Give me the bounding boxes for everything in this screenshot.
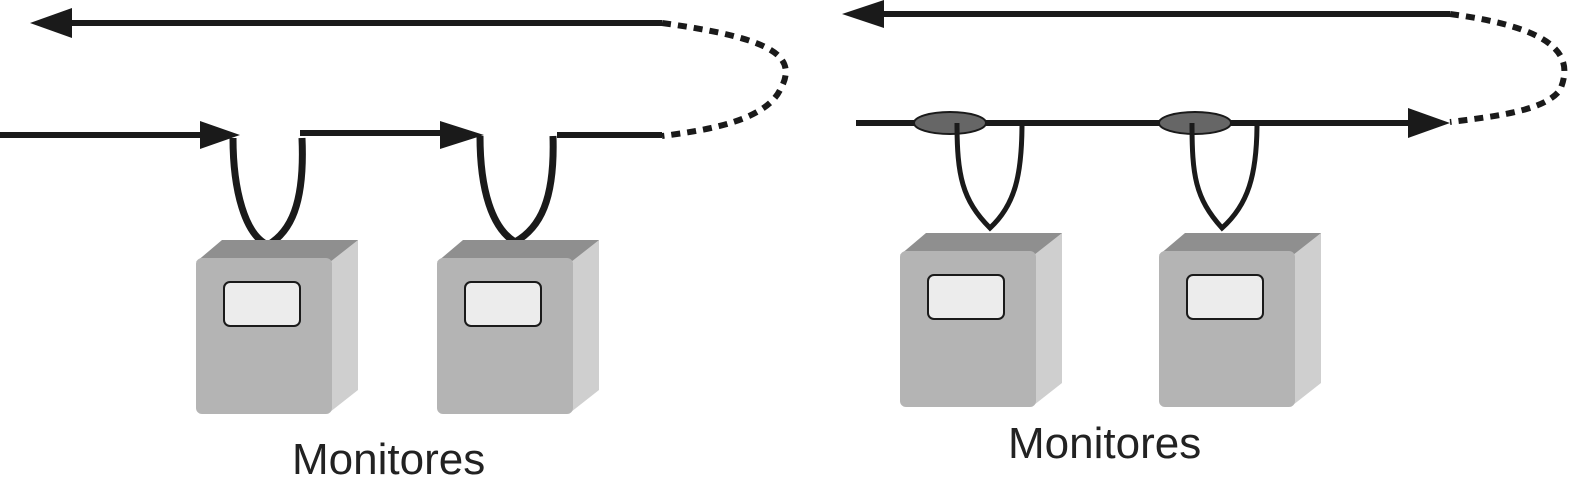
arrowhead-left — [842, 0, 884, 28]
monitor-device — [1158, 232, 1322, 408]
monitor-cable-loop — [1189, 122, 1260, 232]
dashed-loop — [1449, 11, 1568, 125]
dashed-loop — [661, 20, 789, 139]
monitor-cable-loop — [229, 137, 306, 249]
monitors-caption: Monitores — [292, 435, 486, 484]
monitor-device — [195, 239, 359, 415]
monitor-device — [436, 239, 600, 415]
monitor-cable-loop — [476, 135, 557, 247]
arrowhead-right — [440, 121, 484, 149]
arrowhead-left — [30, 8, 72, 38]
arrowhead-right — [1408, 108, 1450, 138]
monitor-device — [899, 232, 1063, 408]
arrowhead-right — [200, 121, 240, 149]
tap-point — [1158, 111, 1232, 135]
tap-point — [913, 111, 987, 135]
parallel-diagram — [842, 0, 1568, 408]
monitor-cable-loop — [954, 122, 1025, 232]
monitors-caption: Monitores — [1008, 419, 1202, 468]
series-diagram — [0, 8, 789, 415]
